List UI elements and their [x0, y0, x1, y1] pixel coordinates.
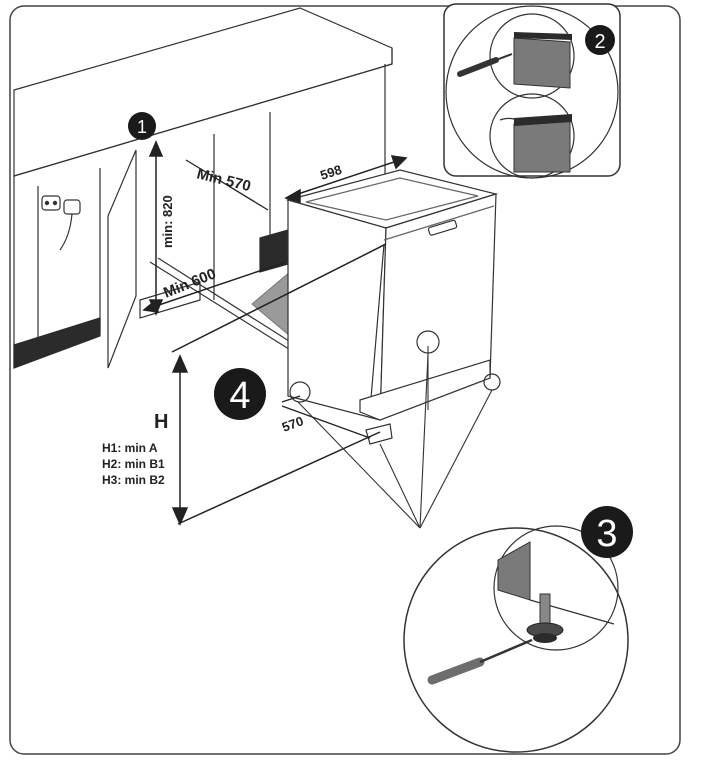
dimension-min-depth	[185, 159, 269, 211]
outer-frame	[9, 5, 681, 755]
dim-598: 598	[318, 162, 343, 183]
detail-2-inset	[443, 3, 621, 179]
step-badge-3: 3	[581, 506, 633, 558]
svg-text:3: 3	[596, 513, 617, 555]
svg-text:2: 2	[594, 31, 605, 53]
height-req-2: H2: min B1	[102, 457, 165, 471]
dim-570: 570	[280, 413, 306, 435]
dimension-h	[171, 243, 387, 526]
dim-min-820: min: 820	[160, 195, 175, 248]
step-badge-4: 4	[214, 368, 266, 420]
height-req-1: H1: min A	[102, 441, 158, 455]
height-req-3: H3: min B2	[102, 473, 165, 487]
dimension-570-base	[281, 395, 371, 439]
dishwasher	[285, 169, 501, 445]
detail-3-inset	[403, 525, 629, 753]
step-badge-2: 2	[585, 25, 615, 55]
dimension-min-width	[142, 261, 287, 313]
svg-text:4: 4	[229, 375, 250, 417]
dim-h-label: H	[154, 411, 168, 433]
svg-text:1: 1	[137, 117, 147, 137]
detail-leader-lines	[297, 346, 493, 529]
step-badge-1: 1	[128, 112, 156, 140]
dim-min-600: Min 600	[161, 265, 218, 301]
dimension-598	[284, 155, 408, 203]
dim-min-570: Min 570	[195, 165, 253, 195]
